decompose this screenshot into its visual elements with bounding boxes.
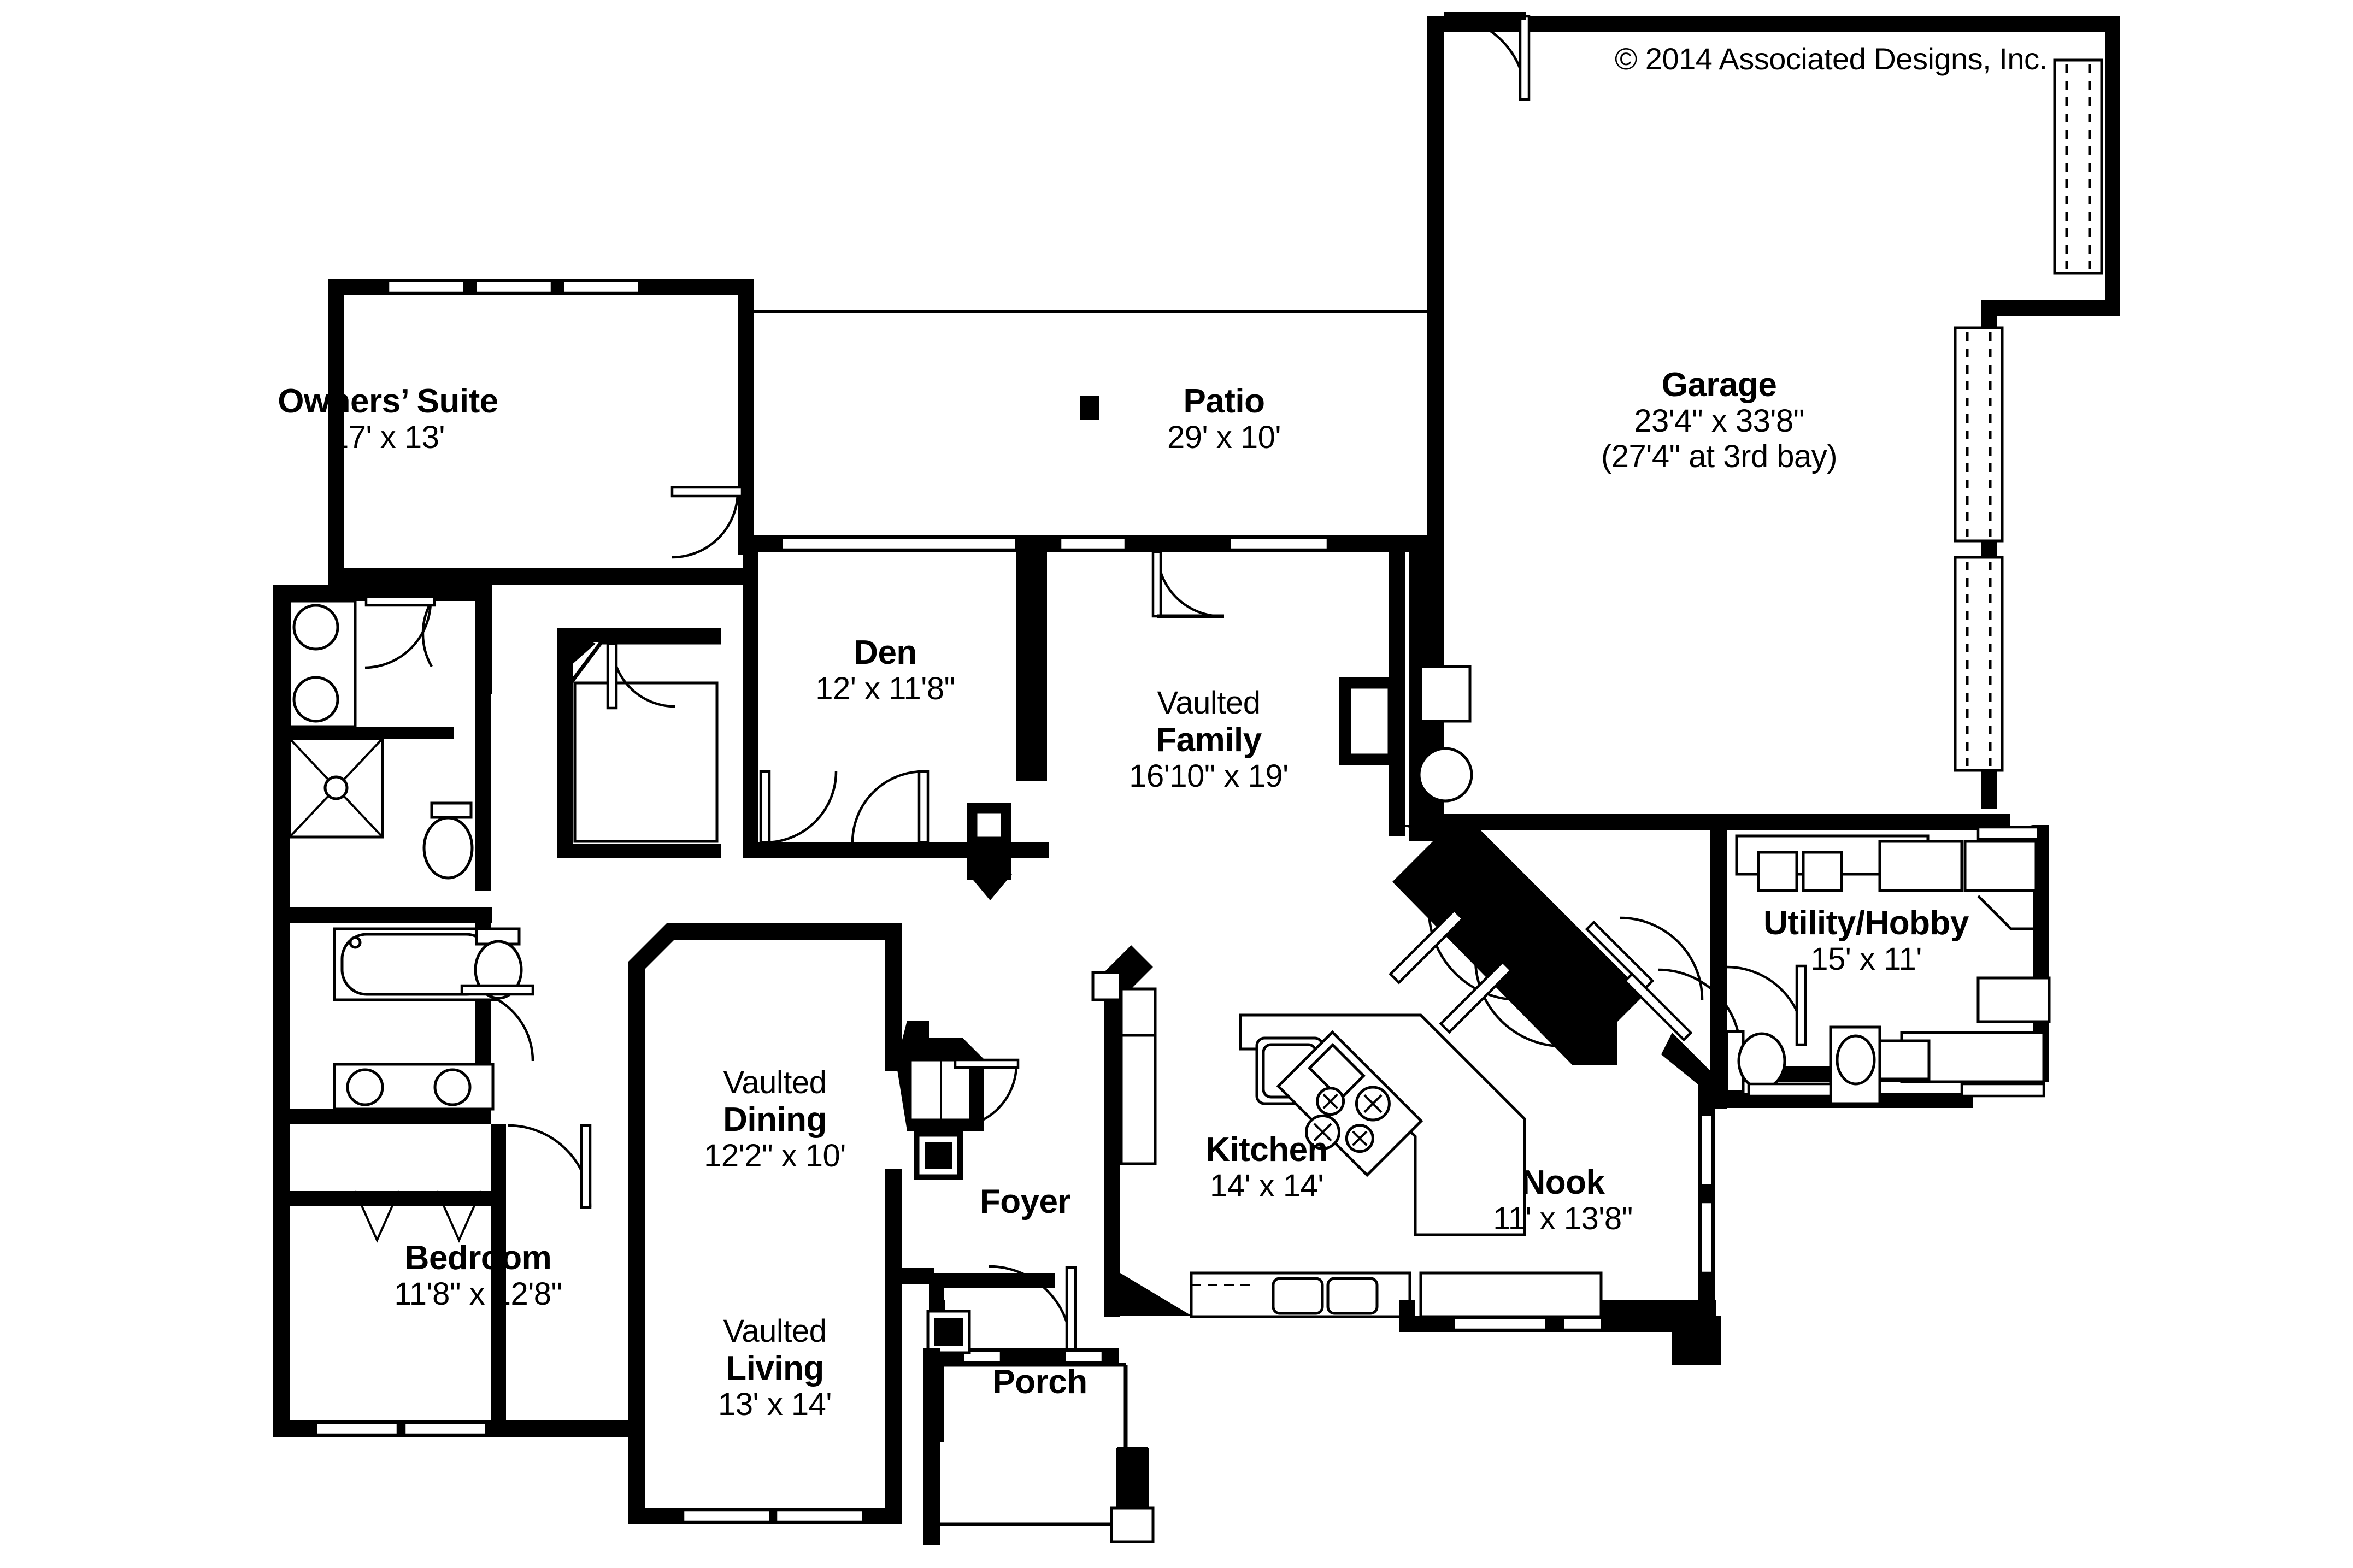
room-label-foyer: Foyer — [979, 1183, 1071, 1221]
room-label-porch: Porch — [992, 1363, 1087, 1401]
patio-outline — [743, 310, 1444, 552]
family-room-walls — [1032, 552, 1473, 836]
room-prefix: Vaulted — [1157, 685, 1261, 721]
exterior-connectors — [506, 1268, 1716, 1437]
room-dimensions: 11' x 13'8" — [1493, 1201, 1633, 1237]
room-name: Garage — [1661, 366, 1777, 404]
owners-suite-windows — [386, 279, 641, 294]
room-prefix: Vaulted — [723, 1313, 827, 1349]
fireplace — [896, 1021, 1020, 1180]
owners-suite-patio-door — [670, 486, 744, 559]
bedroom-door — [508, 1124, 592, 1209]
room-label-den: Den 12' x 11'8" — [815, 634, 955, 707]
room-dimensions: 15' x 11' — [1810, 941, 1922, 977]
copyright-notice: © 2014 Associated Designs, Inc. — [1615, 42, 2048, 76]
owners-bath-walls — [273, 585, 492, 923]
room-label-living: Vaulted Living 13' x 14' — [718, 1313, 832, 1423]
room-dimensions: 12' x 11'8" — [815, 671, 955, 707]
room-label-kitchen: Kitchen 14' x 14' — [1205, 1131, 1328, 1204]
owners-bath-toilet — [422, 801, 474, 880]
room-label-owners-suite: Owners’ Suite 17' x 13' — [278, 382, 498, 456]
room-label-bedroom: Bedroom 11'8" x 12'8" — [394, 1239, 562, 1312]
room-dimensions: 14' x 14' — [1210, 1168, 1323, 1204]
kitchen-walls — [1091, 945, 1191, 1317]
utility-windows — [1747, 826, 2045, 1098]
room-name: Porch — [992, 1363, 1087, 1401]
room-name: Nook — [1521, 1164, 1605, 1201]
bathtub — [333, 927, 500, 1001]
den-double-doors — [759, 770, 1012, 900]
room-note: (27'4" at 3rd bay) — [1601, 439, 1838, 475]
closet-bifold-doors — [354, 1190, 482, 1243]
owners-bath-vanity — [288, 599, 357, 728]
diagonal-hall-walls — [1389, 825, 1742, 1065]
room-dimensions: 11'8" x 12'8" — [394, 1276, 562, 1312]
room-name: Dining — [723, 1100, 827, 1139]
room-dimensions: 16'10" x 19' — [1129, 758, 1289, 794]
den-closet — [557, 628, 721, 858]
bedroom-window — [314, 1421, 488, 1436]
room-label-patio: Patio 29' x 10' — [1167, 382, 1281, 456]
front-entry-door — [926, 1265, 1104, 1364]
room-prefix: Vaulted — [723, 1065, 827, 1100]
kitchen-counters — [1120, 987, 1603, 1318]
room-label-utility-hobby: Utility/Hobby 15' x 11' — [1763, 904, 1969, 977]
room-label-dining: Vaulted Dining 12'2" x 10' — [704, 1065, 846, 1174]
garage-entry-door — [1443, 12, 1531, 101]
room-name: Bedroom — [404, 1239, 552, 1277]
patio-column — [1080, 396, 1099, 420]
room-dimensions: 12'2" x 10' — [704, 1138, 846, 1174]
hall-bath-door — [460, 984, 534, 1062]
utility-half-bath — [1725, 1025, 1881, 1105]
porch-outline — [923, 1348, 1155, 1545]
room-name: Den — [854, 634, 917, 671]
room-name: Owners’ Suite — [278, 382, 498, 420]
room-name: Family — [1156, 721, 1262, 759]
hall-bath-toilet — [474, 927, 523, 1000]
garage-door-icon — [1954, 58, 2103, 772]
owners-bath-shower — [288, 737, 384, 839]
room-dimensions: 23'4" x 33'8" — [1634, 403, 1804, 439]
utility-counters — [1735, 834, 2051, 1083]
patio-slider-door — [1151, 550, 1224, 618]
dining-living-walls — [628, 923, 902, 1524]
room-label-family: Vaulted Family 16'10" x 19' — [1129, 685, 1289, 794]
room-name: Living — [726, 1349, 824, 1387]
room-name: Utility/Hobby — [1763, 904, 1969, 942]
room-label-garage: Garage 23'4" x 33'8" (27'4" at 3rd bay) — [1601, 366, 1838, 475]
room-name: Patio — [1183, 382, 1265, 420]
room-dimensions: 13' x 14' — [718, 1387, 832, 1423]
room-name: Kitchen — [1205, 1131, 1328, 1169]
owners-bath-door — [364, 595, 436, 669]
utility-door — [1726, 964, 1807, 1046]
room-label-nook: Nook 11' x 13'8" — [1493, 1164, 1633, 1237]
room-dimensions: 17' x 13' — [331, 420, 445, 456]
room-dimensions: 29' x 10' — [1167, 420, 1281, 456]
room-name: Foyer — [979, 1183, 1071, 1221]
hall-bath-vanity — [333, 1063, 495, 1111]
